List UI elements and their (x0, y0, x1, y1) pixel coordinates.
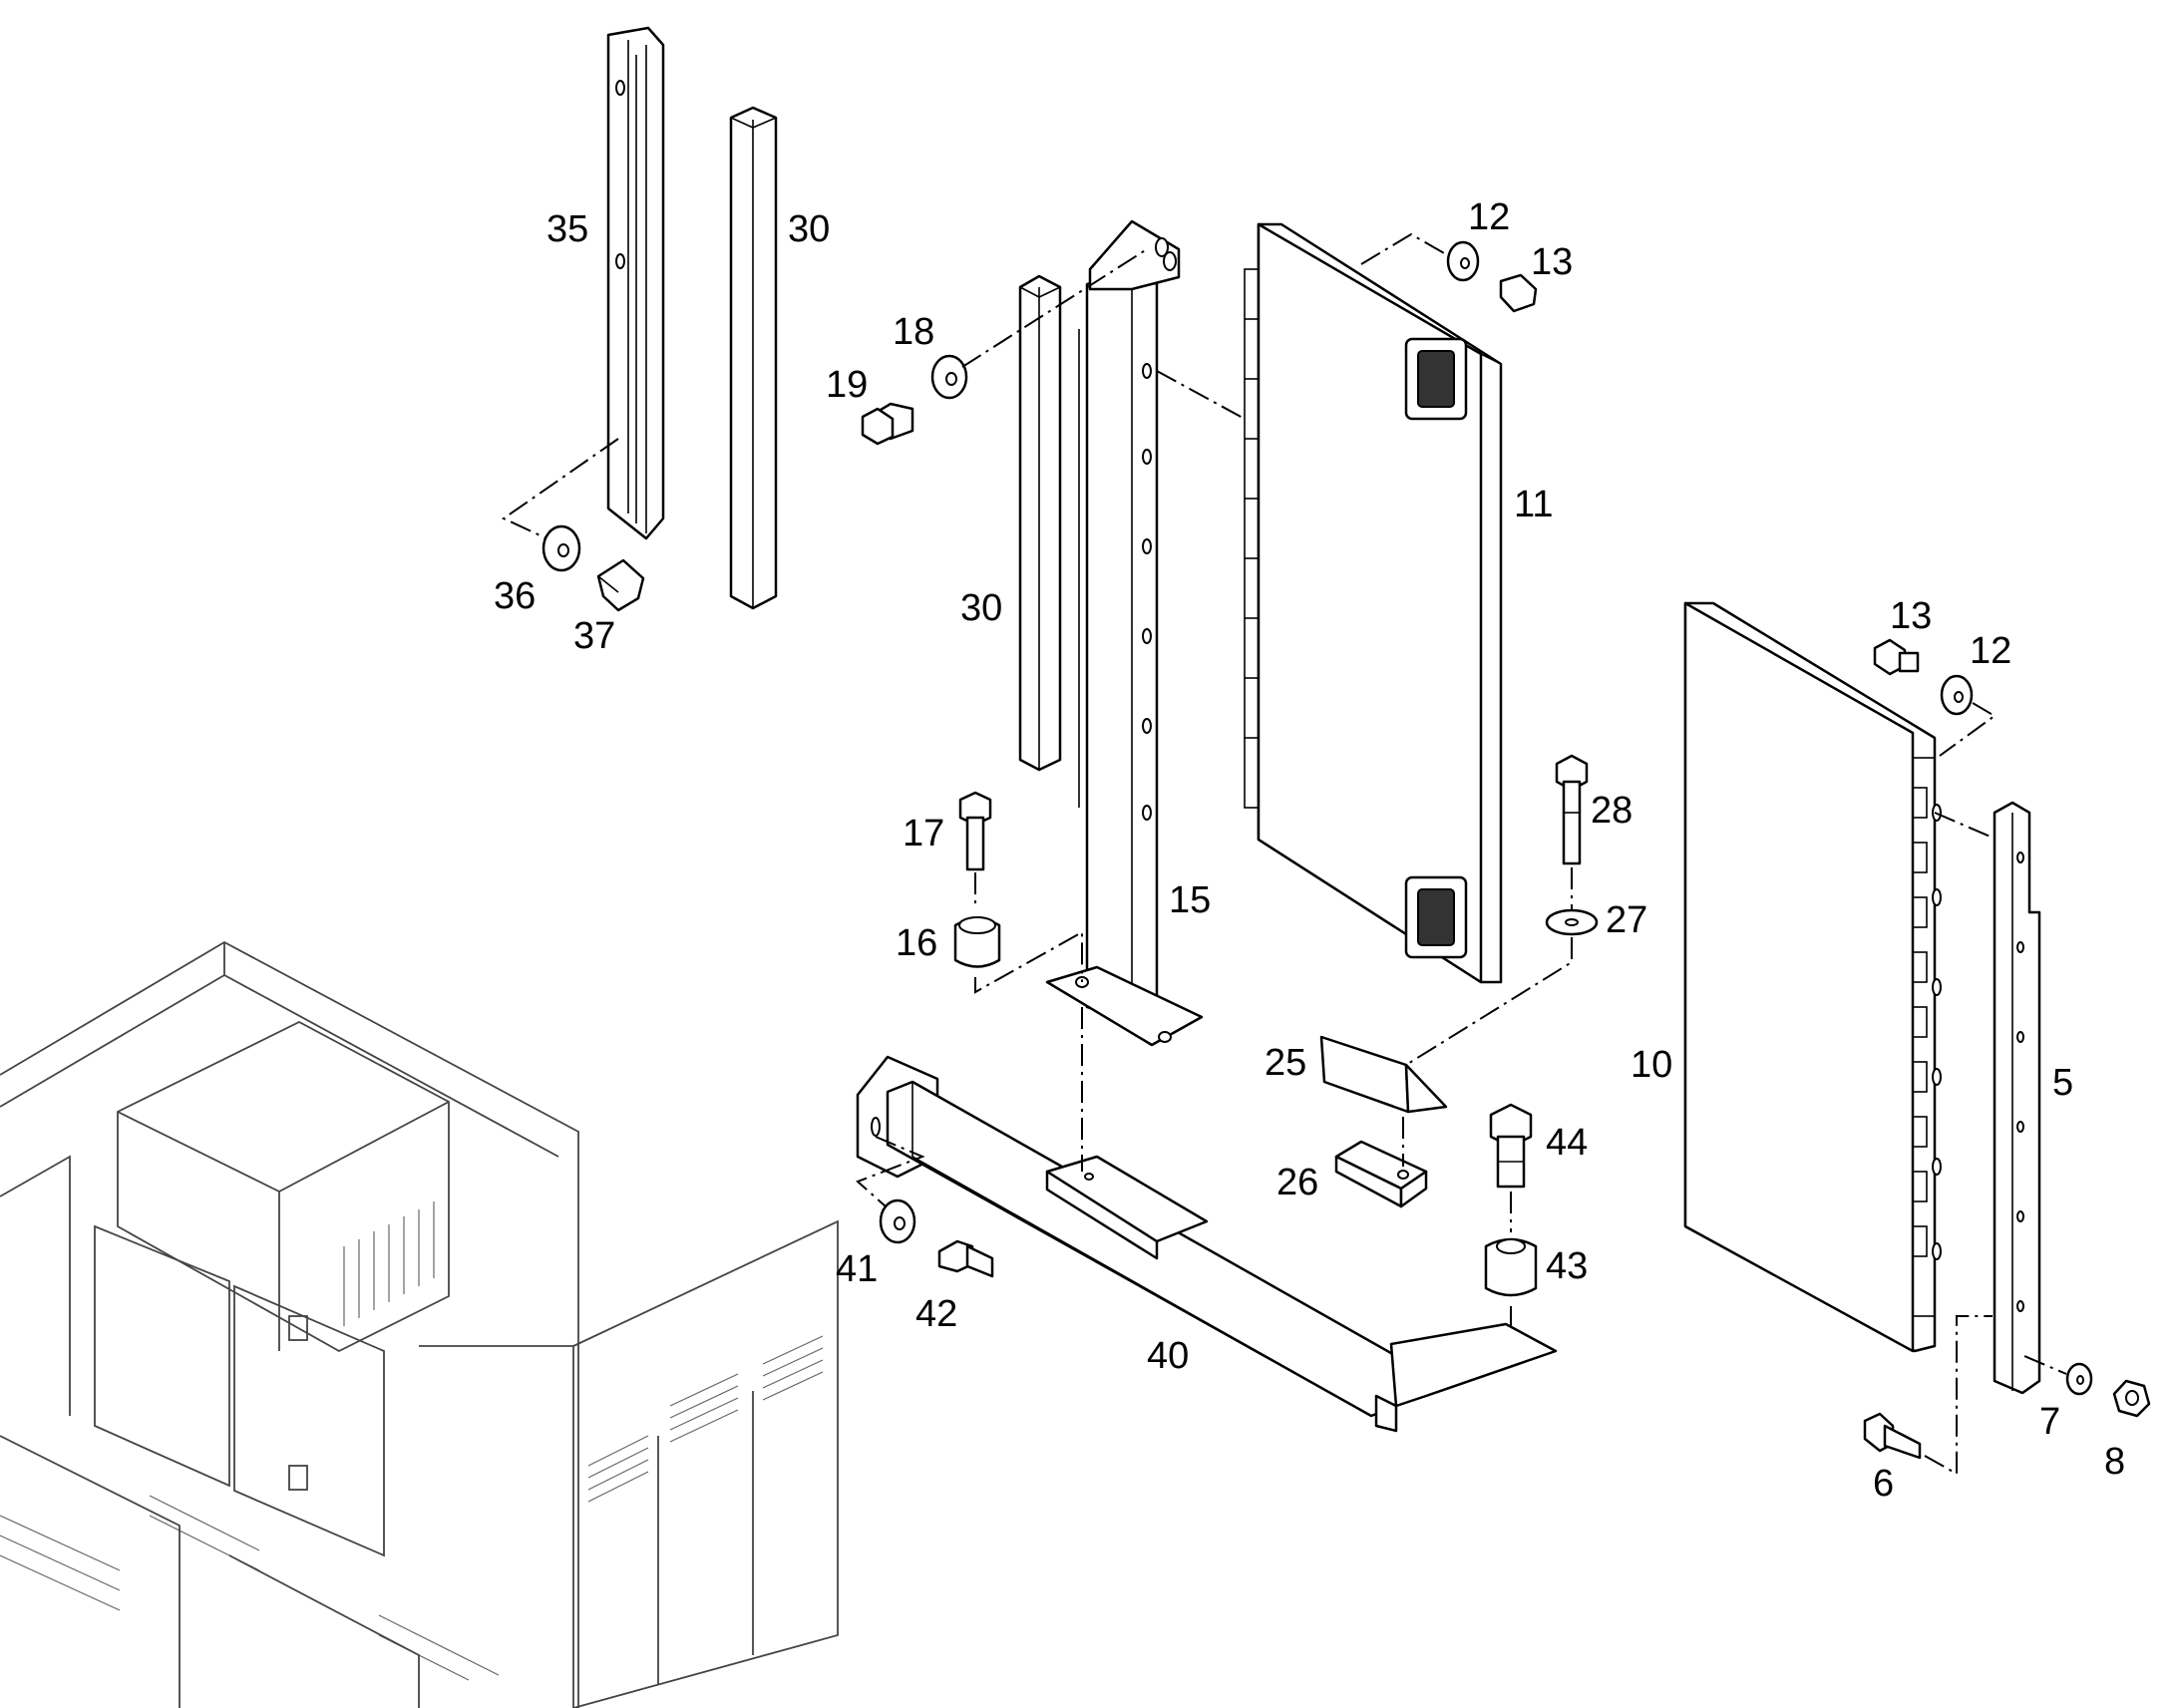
leader-post-door (1156, 370, 1246, 420)
callout-30-lower: 30 (960, 587, 1002, 629)
callout-35: 35 (546, 208, 588, 250)
callout-16: 16 (896, 922, 937, 964)
latch-icon-lower (1404, 875, 1468, 959)
part-6-bolt (1863, 1412, 1922, 1460)
floor-grate (0, 1495, 500, 1681)
leader-40-41 (856, 1136, 925, 1207)
part-12-washer-upper (1446, 240, 1480, 282)
callout-28: 28 (1591, 790, 1633, 832)
leader-16-post (974, 930, 1083, 994)
callout-25: 25 (1265, 1042, 1306, 1084)
part-18-washer (930, 354, 968, 400)
radiator-grille (343, 1201, 435, 1326)
part-25-angle-bracket (1319, 1035, 1448, 1114)
callout-12-upper: 12 (1468, 196, 1510, 238)
callout-5: 5 (2052, 1062, 2073, 1104)
hinge-teeth-right (1912, 787, 1928, 1257)
part-40-base-beam (856, 1055, 1558, 1433)
hinge-teeth (1245, 318, 1259, 739)
machine-housing-background (0, 940, 839, 1708)
part-27-washer (1545, 908, 1599, 936)
callout-41: 41 (836, 1248, 878, 1290)
leader-27-25 (1405, 937, 1573, 1066)
louver-vent-right (762, 1335, 824, 1401)
callout-27: 27 (1606, 899, 1647, 941)
part-37-bolt (596, 558, 645, 612)
callout-18: 18 (893, 311, 934, 353)
callout-30-upper: 30 (788, 208, 830, 250)
leader-5-10 (1934, 812, 1994, 839)
callout-19: 19 (826, 364, 868, 406)
part-28-bolt (1555, 754, 1589, 865)
callout-6: 6 (1873, 1463, 1894, 1505)
part-13-bolt-upper (1499, 273, 1538, 313)
part-35-channel-rail (606, 26, 665, 540)
callout-10: 10 (1631, 1044, 1672, 1086)
part-16-spacer (953, 916, 1001, 968)
callout-17: 17 (903, 813, 944, 854)
part-26-block (1334, 1140, 1428, 1208)
callout-7: 7 (2039, 1401, 2060, 1443)
part-42-bolt (937, 1239, 994, 1278)
part-43-spacer (1484, 1237, 1538, 1297)
leader-5-7 (2023, 1355, 2067, 1375)
callout-13-lower: 13 (1890, 595, 1932, 637)
callout-15: 15 (1169, 879, 1211, 921)
part-36-washer (542, 524, 581, 572)
part-17-bolt (958, 791, 992, 871)
part-7-washer (2065, 1362, 2093, 1396)
callout-43: 43 (1546, 1245, 1588, 1287)
part-5-hinge-strip (1993, 801, 2041, 1395)
part-30-square-tube-upper (729, 106, 778, 610)
callout-42: 42 (915, 1293, 957, 1335)
leader-12-door10 (1939, 702, 1997, 757)
part-41-washer (879, 1198, 916, 1244)
leader-35-36 (502, 438, 619, 539)
part-12-washer-lower (1940, 674, 1974, 716)
part-8-nut (2112, 1379, 2151, 1418)
leader-6-5 (1924, 1315, 1993, 1476)
part-30-square-tube-lower (1018, 274, 1062, 772)
callout-36: 36 (494, 575, 536, 617)
callout-37: 37 (573, 615, 615, 657)
louver-vent-left (587, 1435, 649, 1503)
callout-8: 8 (2104, 1441, 2125, 1483)
callout-12-lower: 12 (1970, 630, 2011, 672)
part-19-bolt (861, 402, 914, 446)
louver-vent-middle (669, 1373, 739, 1443)
callout-40: 40 (1147, 1335, 1189, 1377)
part-10-door-panel (1683, 601, 1942, 1353)
callout-26: 26 (1276, 1162, 1318, 1203)
leader-door-12 (1360, 232, 1447, 265)
part-44-bolt (1489, 1103, 1533, 1189)
part-13-bolt-lower (1873, 638, 1920, 676)
part-15-vertical-post (1045, 219, 1204, 1047)
callout-labels: 35 30 36 37 19 18 30 12 13 11 17 16 15 2… (494, 196, 2125, 1505)
part-11-door-panel (1244, 222, 1503, 984)
callout-11: 11 (1514, 484, 1553, 525)
latch-icon-upper (1404, 337, 1468, 421)
callout-13-upper: 13 (1531, 241, 1573, 283)
callout-44: 44 (1546, 1122, 1588, 1164)
